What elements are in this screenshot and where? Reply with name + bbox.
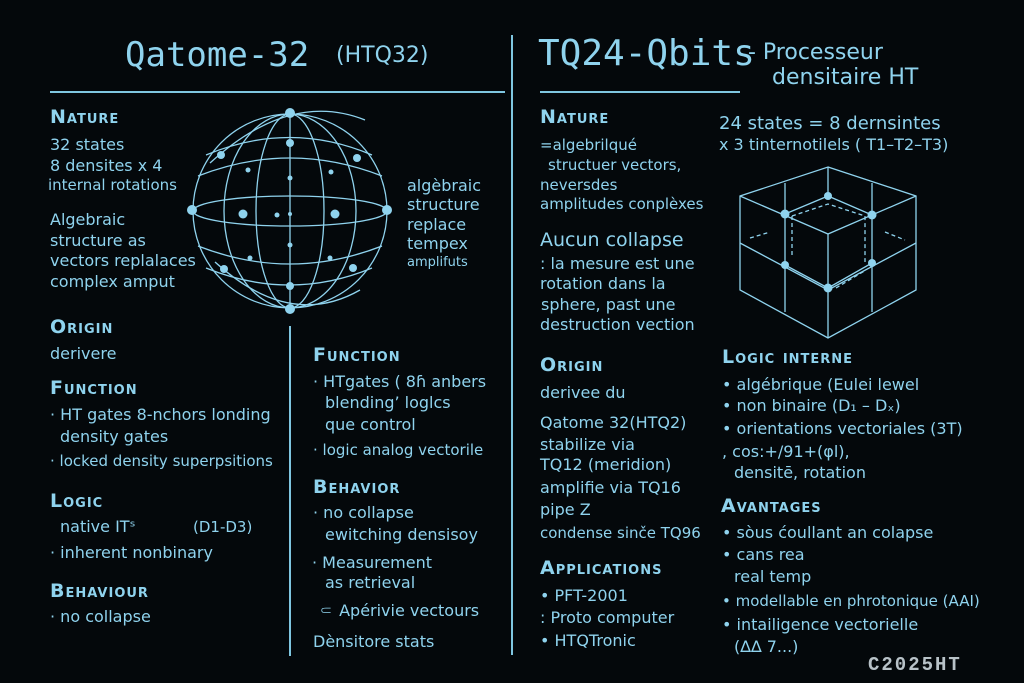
text-line: vectors replalaces xyxy=(50,251,196,270)
left-title: Qatome-32 xyxy=(125,35,310,75)
divider-horizontal-left xyxy=(50,91,505,93)
right-avantages-heading: Avantages xyxy=(721,495,822,517)
text-line: amplifie via TQ16 xyxy=(540,478,681,497)
text-line: structure as xyxy=(50,231,146,250)
sphere-caption: algèbraic xyxy=(407,176,482,195)
watermark: C2025HT xyxy=(868,654,962,676)
text-line: que control xyxy=(325,415,416,434)
sphere-caption: replace xyxy=(407,215,467,234)
right-title: TQ24-Qbits xyxy=(538,33,755,74)
text-line: • algébrique (Eulei lewel xyxy=(722,375,920,394)
right-subtitle-2: densitaire HT xyxy=(772,65,919,90)
text-line: · logic analog vectorile xyxy=(313,441,484,459)
text-line: ⸦ Apérivie vectours xyxy=(318,601,480,620)
text-line: amplitudes conplèxes xyxy=(540,195,704,213)
text-line: (∆∆ 7...) xyxy=(734,637,799,656)
text-line: · no collapse xyxy=(50,607,151,626)
right-subtitle-1: - Processeur xyxy=(748,40,883,65)
text-line: real temp xyxy=(734,567,812,586)
text-line: · no collapse xyxy=(313,503,414,522)
text-line: pipe Z xyxy=(540,500,591,519)
text-line: Dènsitore stats xyxy=(313,632,435,651)
mid-function-heading: Function xyxy=(313,344,401,366)
text-line: · HT gates 8-nchors londing xyxy=(50,405,271,424)
text-line: native ITˢ xyxy=(60,517,136,536)
left-function-heading: Function xyxy=(50,377,138,399)
text-line: Qatome 32(HTQ2) xyxy=(540,413,687,432)
text-line: • non binaire (D₁ – Dₓ) xyxy=(722,396,901,415)
text-line: • intailigence vectorielle xyxy=(722,615,919,634)
text-line: neversdes xyxy=(540,176,618,194)
left-title-code: (HTQ32) xyxy=(336,43,429,68)
text-line: rotation dans la xyxy=(540,274,666,293)
text-line: · HTgates ( 8ɦ anbers xyxy=(313,372,487,391)
right-collapse-heading: Aucun collapse xyxy=(540,229,684,251)
text-line: : la mesure est une xyxy=(540,254,695,273)
text-line: , cos:+/91+(φl), xyxy=(722,442,850,461)
left-nature-heading: Nature xyxy=(50,106,120,128)
right-applications-heading: Applications xyxy=(540,557,663,579)
sphere-caption: amplifuts xyxy=(407,255,468,270)
states-line: 24 states = 8 dernsintes xyxy=(719,113,941,134)
text-line: ewitching densisoy xyxy=(325,525,478,544)
sphere-caption: tempex xyxy=(407,234,468,253)
text-line: stabilize via xyxy=(540,435,635,454)
text-line: • cans rea xyxy=(722,545,805,564)
text-line: condense sinče TQ96 xyxy=(540,524,701,542)
text-line: blending’ loglcs xyxy=(325,393,451,412)
sphere-caption: structure xyxy=(407,195,480,214)
text-line: derivee du xyxy=(540,383,626,402)
left-origin-heading: Origin xyxy=(50,316,114,338)
text-line: · locked density superpsitions xyxy=(50,452,273,470)
left-logic-heading: Logic xyxy=(50,490,104,512)
text-line: • orientations vectoriales (3T) xyxy=(722,419,963,438)
text-line: structuer vectors, xyxy=(548,156,682,174)
text-line: · Measurement xyxy=(312,553,433,572)
text-line: derivere xyxy=(50,344,117,363)
left-behaviour-heading: Behaviour xyxy=(50,580,149,602)
text-line: internal rotations xyxy=(48,176,177,194)
text-line: 32 states xyxy=(50,135,125,154)
text-line: • modellable en phrotonique (AAI) xyxy=(722,592,980,610)
text-line: density gates xyxy=(60,427,169,446)
divider-horizontal-right xyxy=(540,91,740,93)
text-line: • HTQTronic xyxy=(540,631,636,650)
text-line: densitē, rotation xyxy=(734,463,866,482)
divider-vertical-left xyxy=(289,326,291,656)
text-line: • sòus ćoullant an colapse xyxy=(722,523,934,542)
text-line: sphere, past une xyxy=(541,295,676,314)
mid-behavior-heading: Behavior xyxy=(313,476,401,498)
text-line: destruction vection xyxy=(540,315,695,334)
text-line: TQ12 (meridion) xyxy=(540,455,672,474)
right-logic-heading: Logic interne xyxy=(722,346,854,368)
text-line: =algebrilqué xyxy=(540,136,637,154)
right-nature-heading: Nature xyxy=(540,106,610,128)
text-line: · inherent nonbinary xyxy=(50,543,213,562)
text-line: • PFT-2001 xyxy=(540,586,628,605)
text-line: Algebraic xyxy=(50,210,126,229)
text-line: (D1-D3) xyxy=(193,518,253,536)
divider-vertical-main xyxy=(511,35,513,655)
text-line: as retrieval xyxy=(325,573,416,592)
text-line: : Proto computer xyxy=(540,608,675,627)
right-origin-heading: Origin xyxy=(540,354,604,376)
states-line: x 3 tinternotilels ( T1–T2–T3) xyxy=(719,135,949,154)
text-line: 8 densites x 4 xyxy=(50,156,163,175)
text-line: complex amput xyxy=(50,272,175,291)
